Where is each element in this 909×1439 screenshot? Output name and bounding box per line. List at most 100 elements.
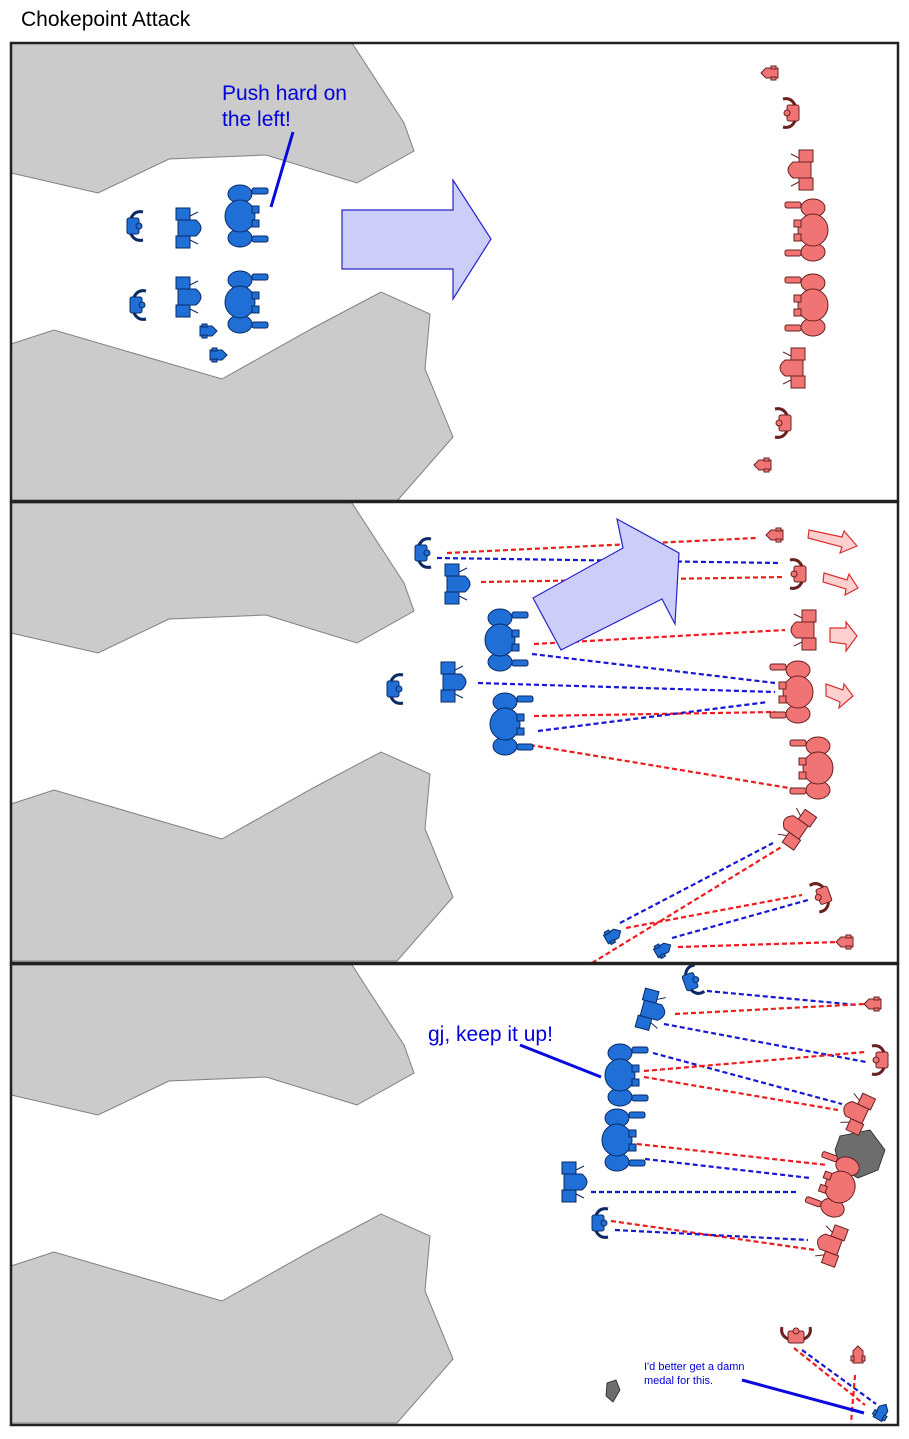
friendly-unit-drone xyxy=(601,924,625,947)
friendly-unit-tank xyxy=(440,661,467,703)
friendly-unit-scout xyxy=(385,673,405,705)
enemy-unit-heavy xyxy=(785,199,828,261)
retreat-arrow xyxy=(829,620,858,653)
terrain-cliff-bottom xyxy=(10,1213,454,1424)
panel-2 xyxy=(9,500,900,965)
friendly-fire-line xyxy=(477,681,776,694)
terrain-cliff-top xyxy=(10,964,415,1116)
enemy-unit-tank xyxy=(788,150,813,190)
enemy-fire-line xyxy=(849,1374,857,1424)
enemy-unit-scout xyxy=(790,560,806,589)
callout-line: Push hard on xyxy=(222,82,347,105)
friendly-unit-scout xyxy=(413,537,433,569)
terrain-cliff-top xyxy=(10,42,415,194)
retreat-arrow xyxy=(822,572,859,597)
friendly-unit-tank xyxy=(634,987,671,1034)
callout-medal: I'd better get a damn medal for this. xyxy=(644,1361,748,1387)
retreat-arrow xyxy=(825,682,854,710)
friendly-unit-drone xyxy=(209,347,228,363)
friendly-squad xyxy=(125,184,269,363)
friendly-unit-heavy xyxy=(224,184,269,248)
friendly-unit-tank xyxy=(561,1161,588,1203)
enemy-unit-tank xyxy=(773,803,816,850)
enemy-unit-scout xyxy=(775,409,791,438)
enemy-fire-line xyxy=(610,1219,816,1252)
friendly-fire-line xyxy=(652,1051,843,1106)
callout-line: gj, keep it up! xyxy=(428,1023,553,1046)
enemy-unit-tank xyxy=(811,1221,848,1267)
friendly-unit-tank xyxy=(444,563,471,605)
friendly-fire-line xyxy=(706,989,859,1007)
friendly-unit-scout xyxy=(678,963,706,999)
friendly-unit-scout xyxy=(128,289,148,321)
friendly-unit-heavy xyxy=(604,1043,649,1107)
panel-3: gj, keep it up! I'd better get a damn me… xyxy=(9,962,900,1427)
friendly-fire-line xyxy=(614,1228,809,1242)
friendly-fire-line xyxy=(801,1349,877,1405)
enemy-line xyxy=(782,997,888,1363)
enemy-unit-drone xyxy=(761,66,778,80)
enemy-unit-drone xyxy=(754,458,771,472)
terrain-cliff-bottom xyxy=(10,751,454,962)
terrain-cliff-top xyxy=(10,502,415,654)
enemy-fire-line xyxy=(625,893,803,930)
enemy-unit-heavy xyxy=(785,274,828,336)
callout-pointer xyxy=(741,1378,865,1415)
panel-1: Push hard on the left! xyxy=(9,41,900,503)
callout-line: I'd better get a damn xyxy=(644,1361,745,1373)
friendly-fire-line xyxy=(537,700,769,733)
fire-lines xyxy=(591,989,877,1424)
friendly-unit-heavy xyxy=(484,608,529,672)
enemy-fire-line xyxy=(674,1002,866,1016)
friendly-unit-scout xyxy=(590,1207,610,1239)
retreat-arrow xyxy=(807,529,858,555)
friendly-fire-line xyxy=(663,1022,867,1064)
enemy-fire-line xyxy=(446,536,757,555)
panel-frame xyxy=(9,962,900,1427)
unit-wreck xyxy=(605,1379,621,1403)
callout-pointer xyxy=(519,1043,602,1079)
friendly-fire-line xyxy=(531,652,776,685)
enemy-line xyxy=(754,66,828,472)
callout-line: the left! xyxy=(222,108,291,131)
enemy-unit-scout xyxy=(782,1327,811,1343)
callout-keep-it-up: gj, keep it up! xyxy=(428,1023,553,1046)
enemy-unit-drone xyxy=(836,935,853,949)
enemy-fire-line xyxy=(677,940,839,949)
enemy-unit-drone xyxy=(864,997,881,1011)
advance-arrow xyxy=(532,517,680,651)
enemy-unit-tank xyxy=(791,610,816,650)
enemy-unit-scout xyxy=(810,880,835,913)
advance-arrow xyxy=(341,177,492,302)
enemy-fire-line xyxy=(643,1075,839,1112)
enemy-unit-scout xyxy=(783,99,799,128)
callout-line: medal for this. xyxy=(644,1375,713,1387)
enemy-fire-line xyxy=(643,1050,866,1073)
friendly-unit-heavy xyxy=(601,1108,646,1172)
diagram-title: Chokepoint Attack xyxy=(21,8,191,31)
friendly-unit-heavy xyxy=(224,270,269,334)
retreat-arrows xyxy=(807,529,859,710)
enemy-unit-scout xyxy=(872,1046,888,1075)
enemy-line xyxy=(766,528,853,949)
enemy-unit-drone xyxy=(851,1346,865,1363)
friendly-unit-drone xyxy=(199,323,218,339)
enemy-unit-heavy xyxy=(770,661,813,723)
callout-pointer xyxy=(269,131,295,208)
enemy-unit-drone xyxy=(766,528,783,542)
enemy-fire-line xyxy=(591,845,784,964)
friendly-unit-tank xyxy=(175,276,202,318)
friendly-unit-tank xyxy=(175,207,202,249)
enemy-unit-tank xyxy=(836,1089,876,1136)
callout-push-left: Push hard on the left! xyxy=(222,82,353,131)
enemy-unit-tank xyxy=(780,348,805,388)
friendly-fire-line xyxy=(644,1157,811,1180)
friendly-unit-drone xyxy=(651,938,675,961)
enemy-fire-line xyxy=(533,710,776,718)
enemy-unit-heavy xyxy=(790,737,833,799)
friendly-unit-heavy xyxy=(489,692,534,756)
enemy-fire-line xyxy=(529,743,796,791)
friendly-fire-line xyxy=(619,842,774,924)
friendly-unit-scout xyxy=(125,210,145,242)
